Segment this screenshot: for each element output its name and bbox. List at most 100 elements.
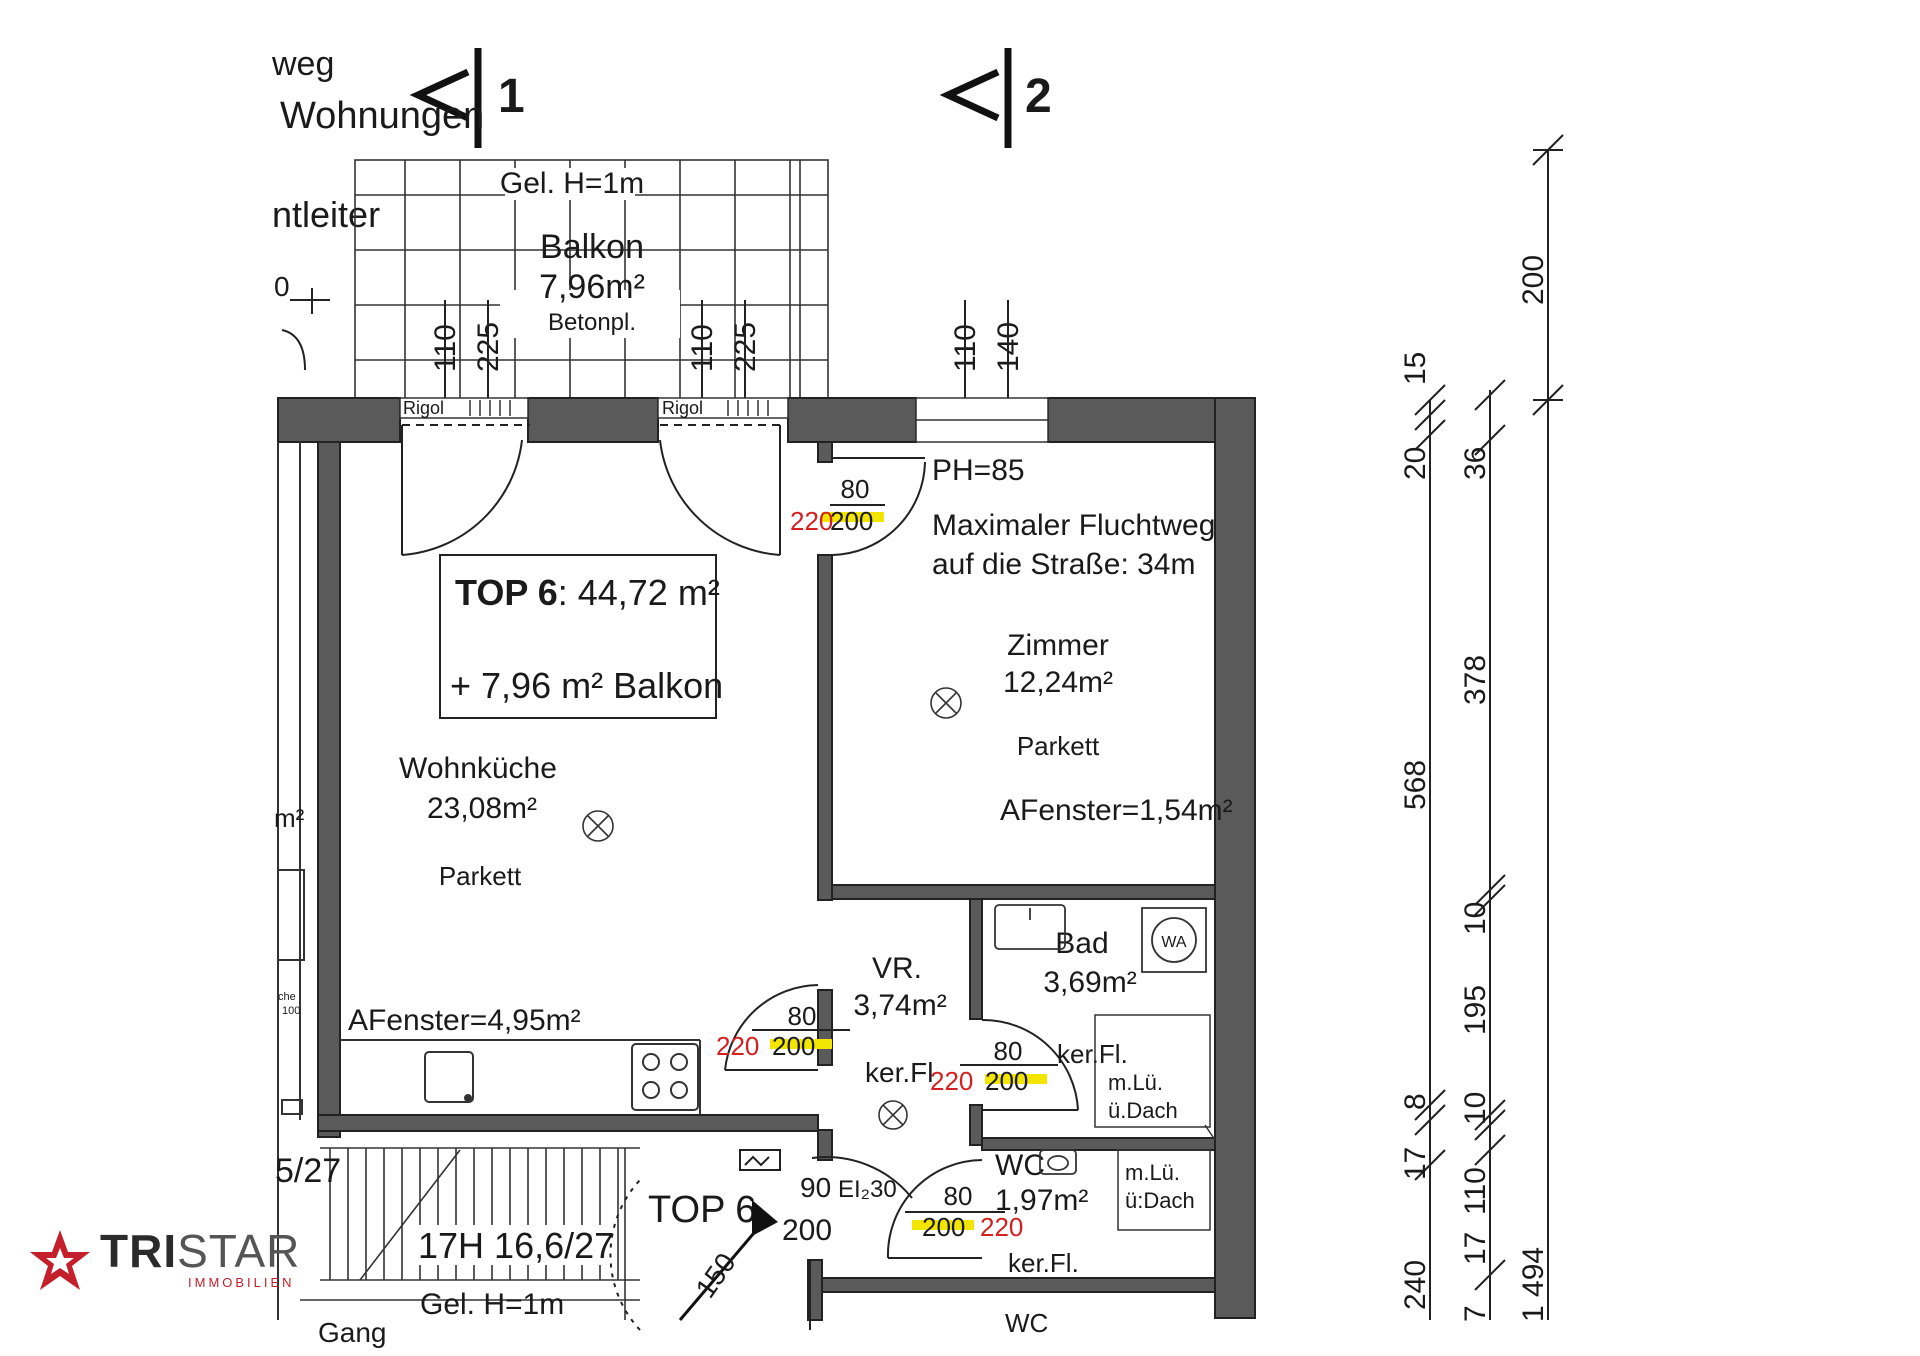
rigol-1: Rigol: [403, 398, 444, 418]
fragment-m2: m²: [274, 803, 305, 833]
flucht-line2: auf die Straße: 34m: [932, 548, 1195, 581]
stair-steps: 17H 16,6/27: [418, 1225, 614, 1266]
zimmer-window-area: AFenster=1,54m²: [1000, 794, 1233, 827]
dim-c2-1: 378: [1459, 655, 1492, 705]
dim-c2-2: 10: [1459, 902, 1492, 935]
fragment-wohnungen: Wohnungen: [280, 95, 484, 137]
dim-c2-3: 195: [1459, 985, 1492, 1035]
ceiling-light-icon: [930, 687, 962, 719]
entry-width: 90: [800, 1172, 831, 1203]
door2-width: 80: [788, 1001, 817, 1031]
door2-height: 200: [772, 1031, 815, 1061]
stair-fragment: 5/27: [275, 1152, 341, 1190]
walls: [277, 397, 1256, 1321]
wohnkueche-name: Wohnküche: [399, 752, 557, 785]
vr-floor: ker.Fl: [865, 1057, 933, 1088]
wohnkueche-window-area: AFenster=4,95m²: [348, 1004, 581, 1037]
bad-area: 3,69m²: [1043, 966, 1136, 999]
dim-c3-0: 200: [1517, 255, 1550, 305]
zimmer-area: 12,24m²: [1003, 666, 1113, 699]
stair-swing: [609, 1179, 641, 1331]
dim-c1-2: 568: [1399, 760, 1432, 810]
stair-label-bg: [410, 1225, 605, 1265]
balcony-area: 7,96m²: [539, 268, 645, 306]
window-grates: [399, 397, 1049, 443]
ceiling-light-icon: [878, 1100, 908, 1130]
entry-arrow-icon: [678, 1200, 778, 1321]
door1-width: 80: [841, 474, 870, 504]
door4-height-red: 220: [980, 1212, 1023, 1242]
dimension-labels: 15 20 568 8 17 240 36 378 10 195 10 110 …: [1399, 255, 1550, 1322]
kitchen-counter: [340, 1039, 701, 1115]
logo-subtitle: IMMOBILIEN: [188, 1275, 295, 1290]
rigol-2: Rigol: [662, 398, 703, 418]
dim-c2-4: 10: [1459, 1092, 1492, 1125]
zimmer-floor: Parkett: [1017, 731, 1100, 761]
unit-summary-box: [439, 554, 717, 719]
dim-c2-7: 7: [1459, 1305, 1492, 1322]
unit-area: : 44,72 m²: [558, 572, 720, 613]
balcony-grid: [354, 159, 829, 401]
fragment-100: 100: [282, 1005, 300, 1017]
fragment-che: che: [278, 991, 296, 1003]
wc-floor: ker.Fl.: [1008, 1248, 1079, 1278]
vr-name: VR.: [872, 952, 922, 985]
unit-summary-line1: TOP 6: 44,72 m²: [455, 572, 720, 613]
window-dim-lines: [444, 300, 1009, 410]
dim-c1-0: 15: [1399, 352, 1432, 385]
dim-c3-1: 1 494: [1517, 1247, 1550, 1322]
dimension-lines: [1414, 134, 1564, 1320]
left-wall-lines: [277, 442, 305, 1320]
unit-balcony-extra: + 7,96 m² Balkon: [450, 665, 723, 706]
dim-tick-topleft: [290, 288, 330, 314]
section-2-label: 2: [1025, 70, 1052, 123]
zimmer-ph: PH=85: [932, 454, 1025, 487]
bad-vent2: ü.Dach: [1108, 1098, 1178, 1123]
section-marker-1: [409, 48, 482, 148]
dim-c2-5: 110: [1459, 1167, 1492, 1215]
door1-height: 200: [830, 506, 873, 536]
dim-c1-1: 20: [1399, 447, 1432, 480]
bad-vent1: m.Lü.: [1108, 1070, 1163, 1095]
door2: [724, 984, 819, 1071]
door3-highlight: [985, 1074, 1047, 1084]
balcony-name: Balkon: [540, 228, 644, 266]
wc-area: 1,97m²: [995, 1184, 1088, 1217]
dim-c2-0: 36: [1459, 447, 1492, 480]
company-logo: TRISTAR IMMOBILIEN: [30, 1225, 310, 1295]
bad-floor: ker.Fl.: [1057, 1039, 1128, 1069]
zimmer-name: Zimmer: [1007, 629, 1109, 662]
door4-highlight: [912, 1220, 974, 1230]
wc-shaft: [1117, 1149, 1211, 1231]
door1-highlight: [822, 512, 884, 522]
wc-vent2: ü:Dach: [1125, 1188, 1195, 1213]
section-1-label: 1: [498, 70, 525, 123]
dim-c1-4: 17: [1399, 1147, 1432, 1180]
section-marker-2: [939, 48, 1012, 148]
stove-icon: [631, 1043, 699, 1111]
stair-top-label: TOP 6: [648, 1189, 756, 1231]
sink-icon: [994, 904, 1066, 950]
dim-c1-3: 8: [1399, 1093, 1432, 1110]
zimmer-door: [831, 457, 926, 556]
door4-height: 200: [922, 1212, 965, 1242]
dim-c1-5: 240: [1399, 1260, 1432, 1310]
logo-name-light: STAR: [177, 1225, 301, 1277]
balcony-railing-height: Gel. H=1m: [500, 167, 644, 200]
logo-wordmark: TRISTAR: [100, 1227, 300, 1275]
vr-area: 3,74m²: [853, 989, 946, 1022]
balcony-gel-bg: [505, 168, 635, 200]
fragment-zero: 0: [274, 271, 290, 302]
logo-name-bold: TRI: [100, 1225, 178, 1277]
shaft-outline: [1094, 1014, 1216, 1141]
balcony-doors: [401, 424, 781, 556]
door4: [886, 1159, 983, 1259]
toilet-icon: [1039, 1149, 1077, 1175]
door2-height-red: 220: [716, 1031, 759, 1061]
fragment-weg: weg: [271, 45, 334, 83]
dim-c2-6: 17: [1459, 1232, 1492, 1265]
wc-name: WC: [995, 1149, 1045, 1182]
wc2-name: WC: [1005, 1308, 1048, 1338]
flucht-line1: Maximaler Fluchtweg: [932, 509, 1215, 542]
